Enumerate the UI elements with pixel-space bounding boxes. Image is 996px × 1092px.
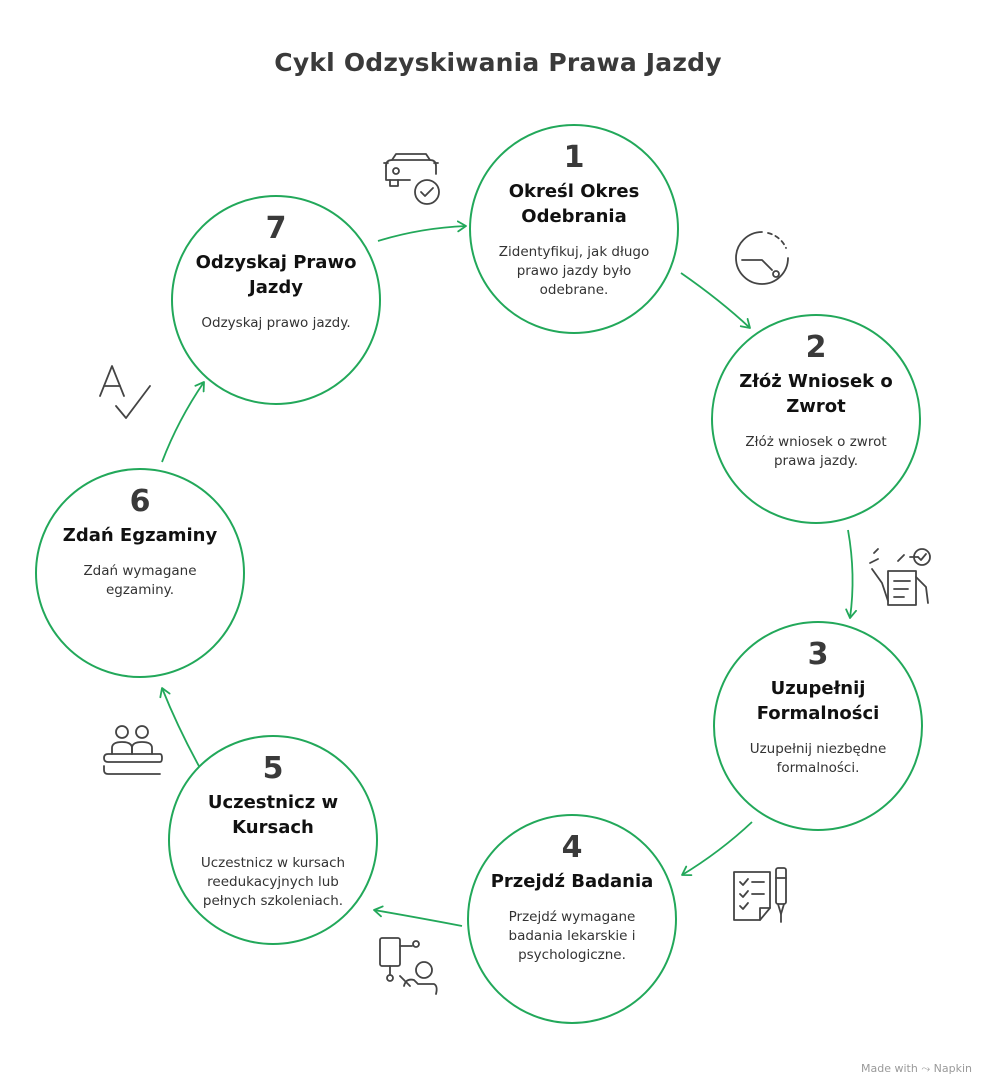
step-number: 3 [807,637,829,672]
napkin-logo-icon: ⤳ [921,1062,931,1075]
arrow-2-to-3 [845,529,857,619]
car-check-icon [383,153,440,205]
arrow-3-to-4 [681,821,753,877]
made-with-credit: Made with ⤳ Napkin [861,1062,972,1076]
credit-prefix: Made with [861,1062,918,1075]
step-description: Uczestnicz w kursach reedukacyjnych lub … [200,855,346,909]
step-description: Przejdź wymagane badania lekarskie i psy… [508,909,636,963]
step-description: Zidentyfikuj, jak długo prawo jazdy było… [498,244,650,298]
step-title: Określ Okres Odebrania [508,181,640,227]
step-number: 7 [265,211,287,246]
checklist-pen-icon [733,867,787,923]
grade-check-icon [99,365,151,419]
step-description: Uzupełnij niezbędne formalności. [749,741,887,776]
step-title: Uczestnicz w Kursach [207,792,339,838]
arrow-1-to-2 [680,272,751,329]
step-node-3: 3 Uzupełnij Formalności Uzupełnij niezbę… [713,621,923,831]
form-hand-icon [869,548,931,606]
step-title: Odzyskaj Prawo Jazdy [195,252,357,298]
step-number: 1 [563,140,585,175]
step-description: Złóż wniosek o zwrot prawa jazdy. [745,434,887,469]
diagram-title: Cykl Odzyskiwania Prawa Jazdy [274,48,722,77]
step-number: 4 [561,830,583,865]
step-number: 6 [129,484,151,519]
step-number: 2 [805,330,827,365]
step-node-5: 5 Uczestnicz w Kursach Uczestnicz w kurs… [168,735,378,945]
credit-brand: Napkin [933,1062,972,1075]
arrow-5-to-6 [159,687,201,769]
arrow-7-to-1 [377,220,467,242]
step-description: Zdań wymagane egzaminy. [83,563,197,598]
step-node-2: 2 Złóż Wniosek o Zwrot Złóż wniosek o zw… [711,314,921,524]
step-title: Zdań Egzaminy [62,525,218,546]
arrow-4-to-5 [373,905,463,927]
arrow-6-to-7 [161,381,205,463]
step-node-7: 7 Odzyskaj Prawo Jazdy Odzyskaj prawo ja… [171,195,381,405]
step-node-1: 1 Określ Okres Odebrania Zidentyfikuj, j… [469,124,679,334]
step-number: 5 [262,751,284,786]
step-title: Złóż Wniosek o Zwrot [739,371,893,417]
presenter-icon [379,937,438,995]
step-title: Przejdź Badania [490,871,654,892]
audience-icon [103,725,163,775]
step-node-4: 4 Przejdź Badania Przejdź wymagane badan… [467,814,677,1024]
timer-icon [735,231,789,285]
step-title: Uzupełnij Formalności [756,678,880,724]
step-description: Odzyskaj prawo jazdy. [201,315,351,331]
step-node-6: 6 Zdań Egzaminy Zdań wymagane egzaminy. [35,468,245,678]
